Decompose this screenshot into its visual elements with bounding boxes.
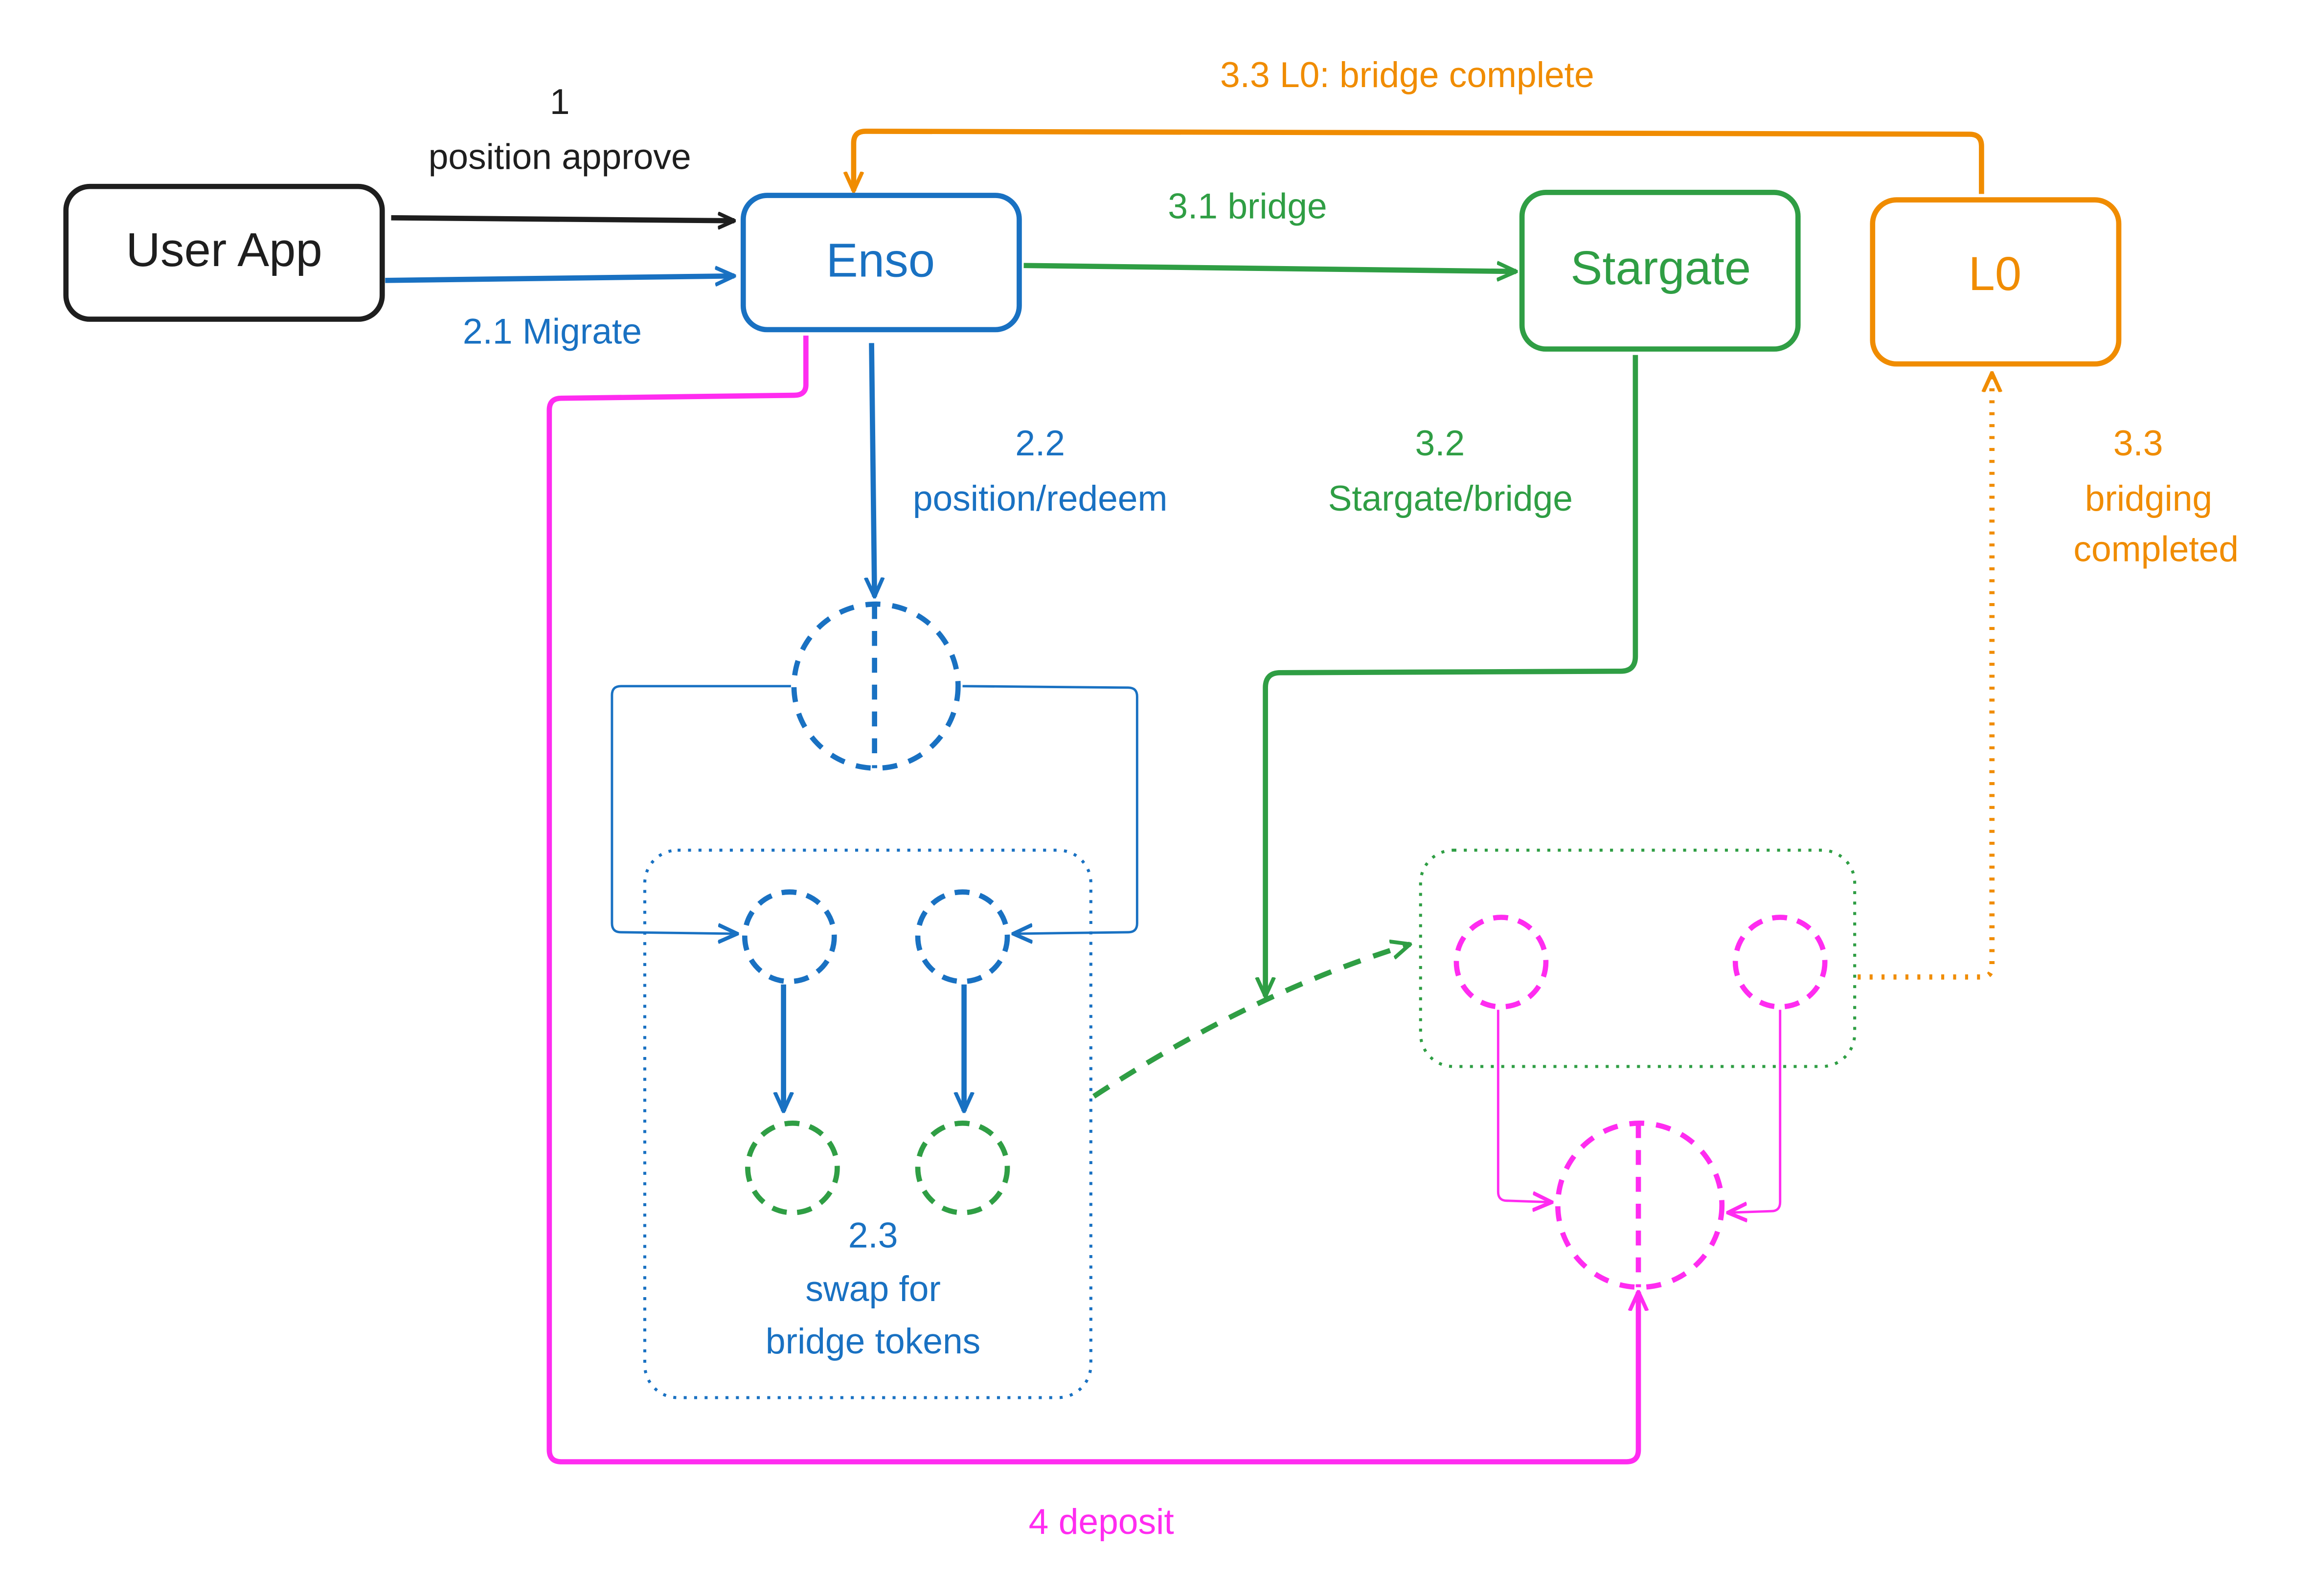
arrow-position-redeem: [872, 343, 875, 596]
dest-token-a-node: [1453, 915, 1549, 1010]
step3-3-line2: completed: [2073, 529, 2239, 569]
split-connector-right: [962, 685, 1138, 934]
arrow-deposit: [546, 336, 1638, 1464]
step2-3-number: 2.3: [848, 1215, 898, 1255]
node-user-app: User App: [63, 183, 385, 322]
node-stargate: Stargate: [1519, 190, 1801, 352]
split-connector-left: [611, 685, 791, 934]
step1-label: position approve: [429, 137, 691, 177]
bridge-token-a-node: [745, 1120, 840, 1215]
destination-group: [1419, 849, 1857, 1068]
arrow-position-approve: [391, 218, 734, 221]
user-app-label: User App: [126, 223, 322, 276]
step3-3-top-label: 3.3 L0: bridge complete: [1220, 55, 1594, 95]
token-b-node: [915, 889, 1010, 984]
step3-2-label: Stargate/bridge: [1328, 478, 1573, 518]
step3-3-number: 3.3: [2113, 423, 2163, 463]
arrow-bridge-transfer: [1092, 944, 1410, 1099]
arrow-bridge: [1023, 266, 1516, 271]
step3-1-label: 3.1 bridge: [1168, 186, 1327, 226]
stargate-label: Stargate: [1570, 241, 1751, 294]
arrow-bridging-completed: [1858, 373, 1992, 980]
bridge-token-b-node: [915, 1120, 1010, 1215]
step2-3-line1: swap for: [805, 1269, 941, 1309]
enso-label: Enso: [826, 234, 935, 287]
step2-3-line2: bridge tokens: [766, 1321, 980, 1361]
dest-token-b-node: [1732, 915, 1828, 1010]
arrow-migrate: [385, 276, 734, 280]
node-enso: Enso: [740, 193, 1022, 333]
l0-label: L0: [1969, 247, 2022, 300]
step3-3-line1: bridging: [2085, 478, 2212, 518]
swap-group: [643, 849, 1092, 1399]
token-a-node: [742, 889, 837, 984]
arrow-bridge-complete: [854, 129, 1984, 194]
step2-1-label: 2.1 Migrate: [463, 311, 642, 351]
step4-label: 4 deposit: [1029, 1502, 1174, 1542]
step3-2-number: 3.2: [1415, 423, 1465, 463]
dest-connector-right: [1728, 1010, 1782, 1213]
node-l0: L0: [1870, 197, 2122, 367]
step2-2-number: 2.2: [1015, 423, 1065, 463]
arrow-stargate-bridge: [1266, 355, 1638, 996]
redeem-split-node: [791, 601, 961, 771]
deposit-merge-node: [1555, 1120, 1725, 1290]
step2-2-label: position/redeem: [913, 478, 1168, 518]
dest-connector-left: [1497, 1010, 1552, 1202]
step1-number: 1: [550, 82, 570, 122]
